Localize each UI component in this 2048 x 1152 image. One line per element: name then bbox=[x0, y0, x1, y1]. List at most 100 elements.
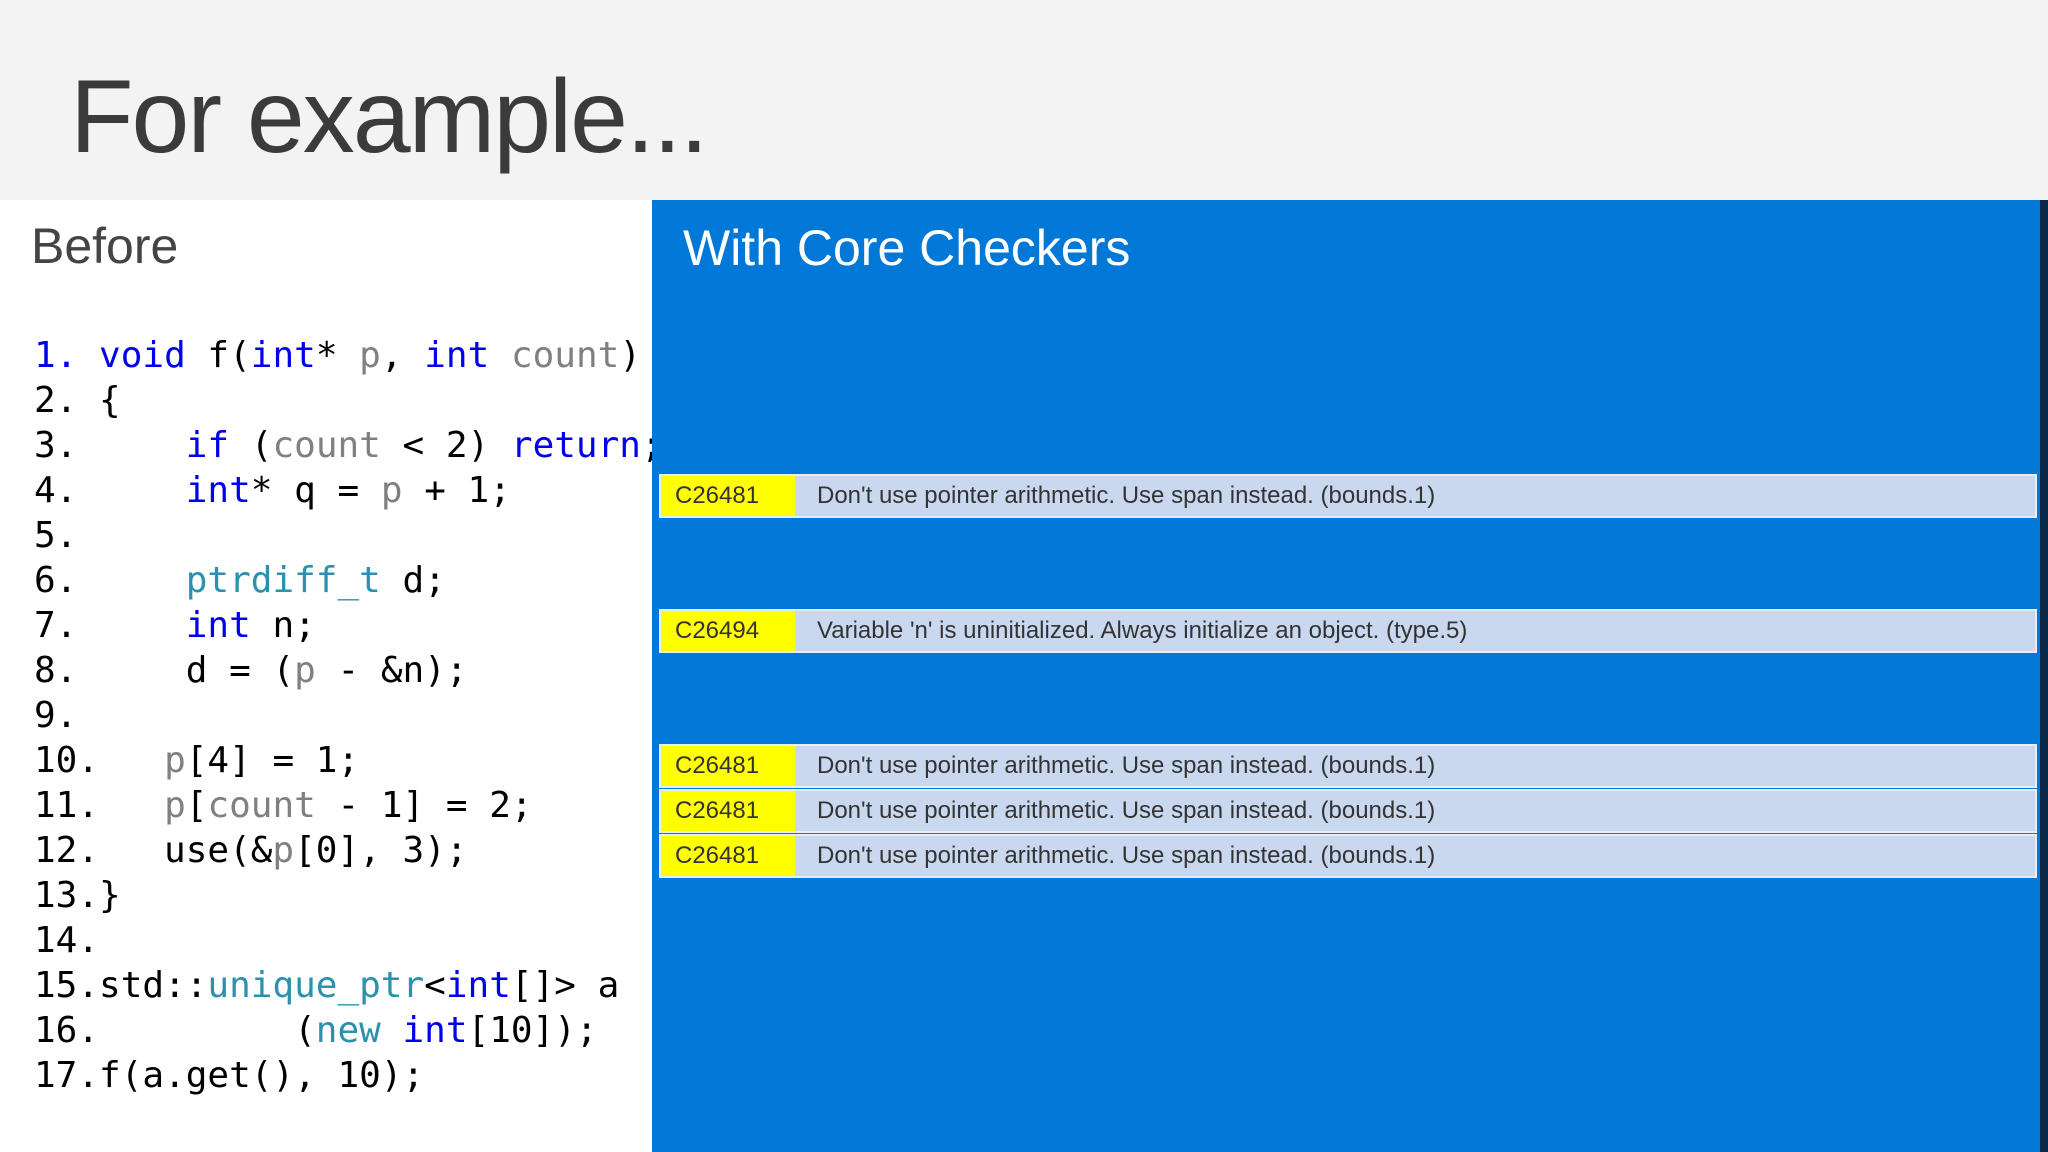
code-token bbox=[489, 335, 511, 376]
code-token: if bbox=[185, 425, 230, 466]
code-token: , bbox=[380, 335, 425, 376]
code-token: } bbox=[99, 875, 121, 916]
before-heading: Before bbox=[31, 218, 179, 274]
code-token: count bbox=[510, 335, 620, 376]
warning-message: Variable 'n' is uninitialized. Always in… bbox=[817, 616, 1468, 644]
code-token: p bbox=[359, 335, 381, 376]
slide-header: For example... bbox=[0, 0, 2048, 200]
code-token: * q = bbox=[250, 470, 381, 511]
line-number: 10. bbox=[34, 740, 100, 781]
code-token: int bbox=[402, 1010, 468, 1051]
warning-message: Don't use pointer arithmetic. Use span i… bbox=[817, 796, 1436, 824]
line-number: 9. bbox=[34, 695, 78, 736]
code-token: ( bbox=[229, 425, 273, 466]
code-line: 2. { bbox=[34, 378, 663, 423]
code-token: n; bbox=[250, 605, 316, 646]
slide-title: For example... bbox=[70, 59, 709, 175]
code-token: - &n); bbox=[315, 650, 468, 691]
warning-code: C26481 bbox=[661, 835, 795, 876]
code-token: [ bbox=[185, 785, 208, 826]
code-token: []> a bbox=[510, 965, 620, 1006]
code-token: return bbox=[510, 425, 641, 466]
line-number: 15. bbox=[34, 965, 100, 1006]
code-token: p bbox=[380, 470, 403, 511]
code-line: 6. ptrdiff_t d; bbox=[34, 558, 663, 603]
warning-code: C26494 bbox=[661, 610, 795, 651]
code-line: 14. bbox=[34, 918, 663, 963]
code-line: 5. bbox=[34, 513, 663, 558]
code-token bbox=[99, 470, 186, 511]
code-token: [10]); bbox=[467, 1010, 598, 1051]
code-token: int bbox=[185, 470, 251, 511]
line-number: 5. bbox=[34, 515, 78, 556]
code-token: new bbox=[315, 1010, 381, 1051]
code-token: f( bbox=[185, 335, 251, 376]
code-line: 8. d = (p - &n); bbox=[34, 648, 663, 693]
code-token bbox=[99, 785, 164, 826]
code-token: + 1; bbox=[402, 470, 511, 511]
code-token: { bbox=[99, 380, 121, 421]
warning-row: C26481 Don't use pointer arithmetic. Use … bbox=[659, 788, 2037, 833]
code-token: ) bbox=[619, 335, 641, 376]
code-token: < 2) bbox=[380, 425, 511, 466]
core-checkers-heading: With Core Checkers bbox=[683, 220, 1131, 276]
code-token: count bbox=[272, 425, 381, 466]
code-token: void bbox=[99, 335, 186, 376]
warning-code: C26481 bbox=[661, 745, 795, 786]
panel-edge bbox=[2040, 200, 2048, 1152]
code-token: d; bbox=[380, 560, 446, 601]
line-number: 17. bbox=[34, 1055, 100, 1096]
code-line: 3. if (count < 2) return; bbox=[34, 423, 663, 468]
line-number: 14. bbox=[34, 920, 100, 961]
code-token: [4] = 1; bbox=[185, 740, 360, 781]
code-token bbox=[99, 740, 164, 781]
code-token: int bbox=[185, 605, 251, 646]
code-token: count bbox=[207, 785, 316, 826]
code-token bbox=[381, 1010, 403, 1051]
code-line: 7. int n; bbox=[34, 603, 663, 648]
code-line: 10. p[4] = 1; bbox=[34, 738, 663, 783]
line-number: 16. bbox=[34, 1010, 100, 1051]
before-panel: Before 1. void f(int* p, int count)2. {3… bbox=[0, 200, 663, 1152]
line-number: 8. bbox=[34, 650, 78, 691]
warning-code: C26481 bbox=[661, 790, 795, 831]
line-number: 2. bbox=[34, 380, 78, 421]
code-line: 11. p[count - 1] = 2; bbox=[34, 783, 663, 828]
line-number: 3. bbox=[34, 425, 78, 466]
line-number: 7. bbox=[34, 605, 78, 646]
code-listing: 1. void f(int* p, int count)2. {3. if (c… bbox=[34, 333, 663, 1098]
code-token bbox=[99, 560, 186, 601]
code-line: 1. void f(int* p, int count) bbox=[34, 333, 663, 378]
code-token: int bbox=[424, 335, 490, 376]
code-token: unique_ptr bbox=[207, 965, 425, 1006]
code-line: 15.std::unique_ptr<int[]> a bbox=[34, 963, 663, 1008]
warning-row: C26481 Don't use pointer arithmetic. Use … bbox=[659, 743, 2037, 788]
code-token: f(a.get(), 10); bbox=[99, 1055, 425, 1096]
code-token: int bbox=[250, 335, 316, 376]
line-number: 12. bbox=[34, 830, 100, 871]
code-token: - 1] = 2; bbox=[315, 785, 533, 826]
warning-row: C26481 Don't use pointer arithmetic. Use … bbox=[659, 833, 2037, 878]
warning-code: C26481 bbox=[661, 475, 795, 516]
code-line: 4. int* q = p + 1; bbox=[34, 468, 663, 513]
code-token: d = ( bbox=[99, 650, 295, 691]
warning-message: Don't use pointer arithmetic. Use span i… bbox=[817, 841, 1436, 869]
code-token: < bbox=[424, 965, 446, 1006]
line-number: 4. bbox=[34, 470, 78, 511]
code-token bbox=[99, 605, 186, 646]
warning-row: C26494 Variable 'n' is uninitialized. Alw… bbox=[659, 608, 2037, 653]
line-number: 13. bbox=[34, 875, 100, 916]
line-number: 6. bbox=[34, 560, 78, 601]
code-line: 17.f(a.get(), 10); bbox=[34, 1053, 663, 1098]
code-token: p bbox=[294, 650, 316, 691]
code-line: 9. bbox=[34, 693, 663, 738]
code-line: 16. (new int[10]); bbox=[34, 1008, 663, 1053]
line-number: 11. bbox=[34, 785, 100, 826]
line-number: 1. bbox=[34, 335, 78, 376]
code-line: 13.} bbox=[34, 873, 663, 918]
code-token: p bbox=[164, 740, 186, 781]
warning-message: Don't use pointer arithmetic. Use span i… bbox=[817, 751, 1436, 779]
code-token: p bbox=[164, 785, 186, 826]
